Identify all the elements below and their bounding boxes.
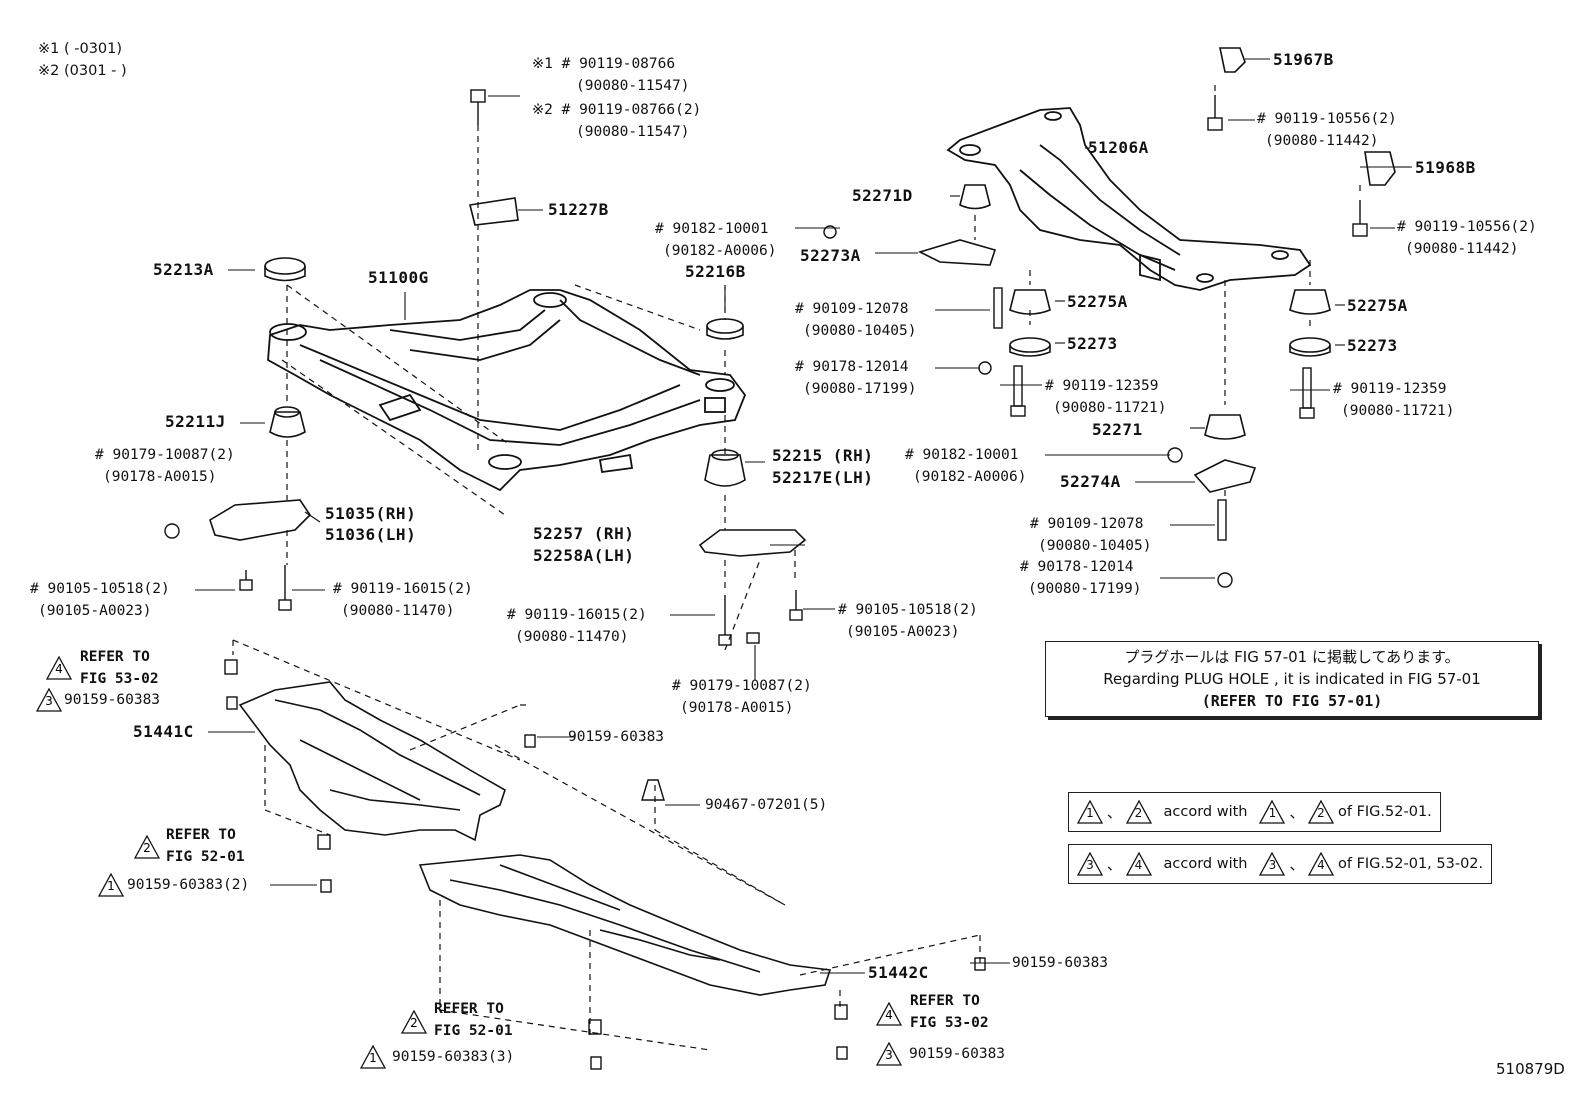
part-label-52275A-right: 52275A bbox=[1347, 296, 1408, 315]
front-undercover-drawing bbox=[238, 681, 506, 842]
fastener-label-10087-right: # 90179-10087(2)(90178-A0015) bbox=[672, 678, 812, 716]
fastener-label-51967: # 90119-10556(2)(90080-11442) bbox=[1257, 111, 1397, 149]
fastener-label-bolt-12359-right: # 90119-12359(90080-11721) bbox=[1333, 381, 1455, 419]
triangle-3-icon: 3 bbox=[1077, 852, 1103, 876]
clip-label-60383-c: 90159-60383 bbox=[1012, 955, 1109, 971]
triangle-3-bottom-icon: 3 bbox=[876, 1042, 902, 1066]
triangle-2-bottom-icon: 2 bbox=[401, 1010, 427, 1034]
rear-crossmember-drawing bbox=[946, 107, 1312, 291]
clip-label-60383-d: 90159-60383 bbox=[909, 1046, 1006, 1062]
part-label-52273-right: 52273 bbox=[1347, 336, 1398, 355]
triangle-4-icon: 4 bbox=[1307, 852, 1334, 876]
part-label-51227B: 51227B bbox=[548, 200, 609, 219]
part-label-52257: 52257 (RH) bbox=[533, 524, 635, 543]
part-label-52275A-left: 52275A bbox=[1067, 292, 1128, 311]
triangle-3-icon: 3 bbox=[36, 688, 62, 712]
part-label-52258A: 52258A(LH) bbox=[533, 546, 635, 565]
fastener-label-51968: # 90119-10556(2)(90080-11442) bbox=[1397, 219, 1537, 257]
legend-line-1: ※1 ( -0301) bbox=[38, 41, 123, 57]
part-label-51967B: 51967B bbox=[1273, 50, 1334, 69]
part-label-52213A: 52213A bbox=[153, 260, 214, 279]
fastener-label-10518-right: # 90105-10518(2)(90105-A0023) bbox=[838, 602, 978, 640]
part-label-52273-left: 52273 bbox=[1067, 334, 1118, 353]
part-label-51036: 51036(LH) bbox=[325, 525, 417, 544]
legend-line-2: ※2 (0301 - ) bbox=[38, 63, 127, 79]
fastener-label-cap-2: # 90178-12014(90080-17199) bbox=[1020, 559, 1142, 597]
triangle-1-icon: 1 bbox=[98, 873, 124, 897]
triangle-4-icon: 4 bbox=[1125, 852, 1152, 876]
triangle-2-icon: 2 bbox=[1307, 800, 1334, 824]
fastener-label-top-1: ※1 # 90119-08766(90080-11547) bbox=[532, 56, 690, 94]
part-label-52217E: 52217E(LH) bbox=[772, 468, 874, 487]
clip-label-60383-3: 90159-60383(3) bbox=[392, 1049, 515, 1065]
part-label-52271D: 52271D bbox=[852, 186, 913, 205]
fastener-label-top-2: ※2 # 90119-08766(2)(90080-11547) bbox=[532, 102, 702, 140]
part-label-51442C: 51442C bbox=[868, 963, 929, 982]
leader-lines bbox=[195, 58, 1412, 974]
fastener-label-nut-2: # 90182-10001(90182-A0006) bbox=[905, 447, 1027, 485]
fastener-label-cap-1: # 90178-12014(90080-17199) bbox=[795, 359, 917, 397]
fastener-label-bolt-12359-left: # 90119-12359(90080-11721) bbox=[1045, 378, 1167, 416]
part-label-51035: 51035(RH) bbox=[325, 504, 417, 523]
plug-hole-note: プラグホールは FIG 57-01 に掲載してあります。 Regarding P… bbox=[1045, 641, 1539, 717]
clip-label-07201: 90467-07201(5) bbox=[705, 797, 828, 813]
fastener-label-16015-left: # 90119-16015(2)(90080-11470) bbox=[333, 581, 473, 619]
part-label-52215: 52215 (RH) bbox=[772, 446, 874, 465]
fastener-label-stud-1: # 90109-12078(90080-10405) bbox=[795, 301, 917, 339]
fastener-label-nut-10087-left: # 90179-10087(2)(90178-A0015) bbox=[95, 447, 235, 485]
triangle-4-icon: 4 bbox=[46, 656, 72, 680]
triangle-4-bottom-icon: 4 bbox=[876, 1002, 902, 1026]
fastener-label-10518-left: # 90105-10518(2)(90105-A0023) bbox=[30, 581, 170, 619]
part-label-52211J: 52211J bbox=[165, 412, 226, 431]
figure-id: 510879D bbox=[1496, 1060, 1565, 1078]
accord-box-3-4: 3 、 4 accord with 3 、 4 of FIG.52-01, 53… bbox=[1068, 844, 1493, 884]
part-label-51968B: 51968B bbox=[1415, 158, 1476, 177]
clip-label-60383-2: 90159-60383(2) bbox=[127, 877, 250, 893]
mount-parts-drawing bbox=[209, 47, 1396, 557]
fastener-drawing bbox=[164, 89, 1368, 1070]
part-label-52271: 52271 bbox=[1092, 420, 1143, 439]
note-reference: (REFER TO FIG 57-01) bbox=[1201, 692, 1383, 710]
triangle-2-icon: 2 bbox=[134, 835, 160, 859]
fastener-label-stud-2: # 90109-12078(90080-10405) bbox=[1030, 516, 1152, 554]
fastener-label-16015-right: # 90119-16015(2)(90080-11470) bbox=[507, 607, 647, 645]
part-label-51441C: 51441C bbox=[133, 722, 194, 741]
triangle-1-bottom-icon: 1 bbox=[360, 1045, 386, 1069]
note-japanese: プラグホールは FIG 57-01 に掲載してあります。 bbox=[1124, 648, 1460, 666]
note-english: Regarding PLUG HOLE , it is indicated in… bbox=[1103, 670, 1481, 688]
part-label-51100G: 51100G bbox=[368, 268, 429, 287]
fastener-label-nut-1: # 90182-10001(90182-A0006) bbox=[655, 221, 777, 259]
triangle-1-icon: 1 bbox=[1259, 800, 1286, 824]
part-label-52216B: 52216B bbox=[685, 262, 746, 281]
front-subframe-drawing bbox=[267, 289, 747, 492]
triangle-1-icon: 1 bbox=[1077, 800, 1103, 824]
clip-label-60383-b: 90159-60383 bbox=[568, 729, 665, 745]
part-label-52273A: 52273A bbox=[800, 246, 861, 265]
triangle-3-icon: 3 bbox=[1259, 852, 1286, 876]
part-label-51206A: 51206A bbox=[1088, 138, 1149, 157]
rear-undercover-drawing bbox=[418, 854, 832, 996]
accord-box-1-2: 1 、 2 accord with 1 、 2 of FIG.52-01. bbox=[1068, 792, 1441, 832]
clip-label-60383-a: 90159-60383 bbox=[64, 692, 161, 708]
part-label-52274A: 52274A bbox=[1060, 472, 1121, 491]
triangle-2-icon: 2 bbox=[1125, 800, 1152, 824]
dashed-guide-lines bbox=[232, 85, 1361, 1051]
